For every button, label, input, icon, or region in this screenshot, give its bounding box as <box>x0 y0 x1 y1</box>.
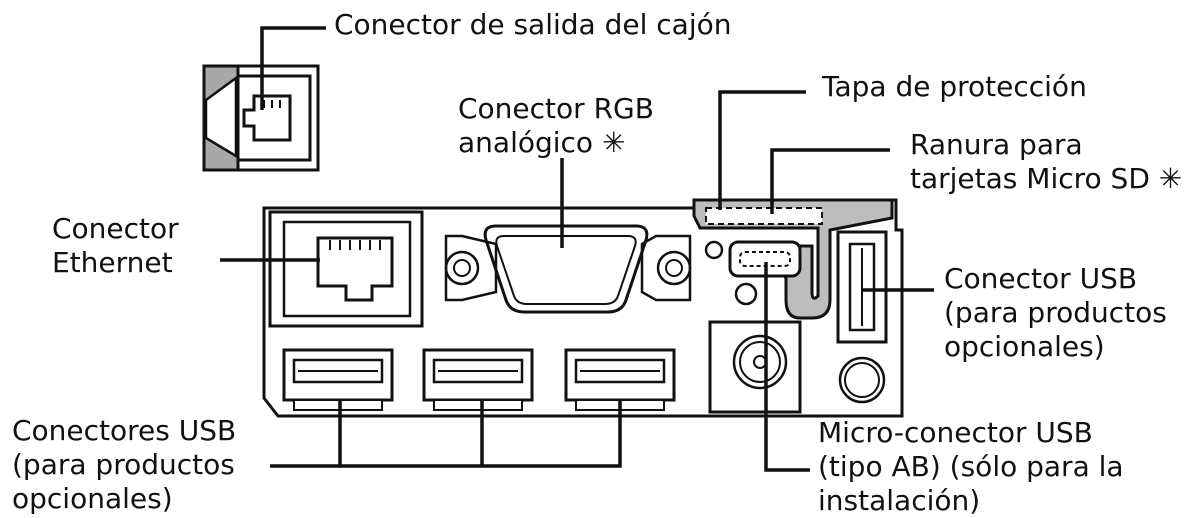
label-usb-bottom-line-2: (para productos <box>12 448 235 481</box>
label-usb-bottom: Conectores USB (para productos opcionale… <box>12 414 236 516</box>
rgb-connector <box>444 224 692 314</box>
leader-microsd <box>770 148 890 214</box>
label-micro-usb-line-1: Micro-conector USB <box>818 416 1093 449</box>
ethernet-port <box>268 210 424 328</box>
usb-port-bottom-2 <box>422 348 534 411</box>
label-usb-right-line-3: opcionales) <box>944 330 1105 363</box>
label-rgb-connector: Conector RGB analógico ✳ <box>458 92 654 160</box>
label-usb-right-line-2: (para productos <box>944 296 1167 329</box>
usb-port-right <box>836 230 888 344</box>
label-ethernet-connector: Conector Ethernet <box>52 212 179 280</box>
label-microsd-line-1: Ranura para <box>910 128 1083 161</box>
label-usb-bottom-line-1: Conectores USB <box>12 414 237 447</box>
label-usb-bottom-line-3: opcionales) <box>12 482 173 515</box>
label-micro-usb-line-2: (tipo AB) (sólo para la <box>818 450 1124 483</box>
label-drawer-line-1: Conector de salida del cajón <box>334 8 732 41</box>
label-microsd-line-2: tarjetas Micro SD ✳ <box>910 162 1183 195</box>
leader-usb-bottom <box>338 400 622 468</box>
label-cover-line-1: Tapa de protección <box>822 70 1087 103</box>
leader-cover <box>718 90 806 210</box>
leader-lines <box>220 26 934 472</box>
label-protective-cover: Tapa de protección <box>822 70 1087 104</box>
label-micro-usb: Micro-conector USB (tipo AB) (sólo para … <box>818 416 1124 518</box>
label-ethernet-line-2: Ethernet <box>52 246 173 279</box>
drawer-connector <box>202 64 320 172</box>
label-rgb-line-2: analógico ✳ <box>458 126 626 159</box>
label-drawer-connector: Conector de salida del cajón <box>334 8 732 42</box>
label-microsd-slot: Ranura para tarjetas Micro SD ✳ <box>910 128 1182 196</box>
label-usb-right: Conector USB (para productos opcionales) <box>944 262 1167 364</box>
leader-micro-usb <box>764 262 810 472</box>
ground-screw <box>838 356 886 404</box>
usb-port-bottom-1 <box>282 348 394 411</box>
leader-drawer <box>260 26 326 110</box>
power-jack <box>708 320 802 414</box>
label-rgb-line-1: Conector RGB <box>458 92 654 125</box>
label-usb-right-line-1: Conector USB <box>944 262 1138 295</box>
label-micro-usb-line-3: instalación) <box>818 484 981 517</box>
label-ethernet-line-1: Conector <box>52 212 179 245</box>
